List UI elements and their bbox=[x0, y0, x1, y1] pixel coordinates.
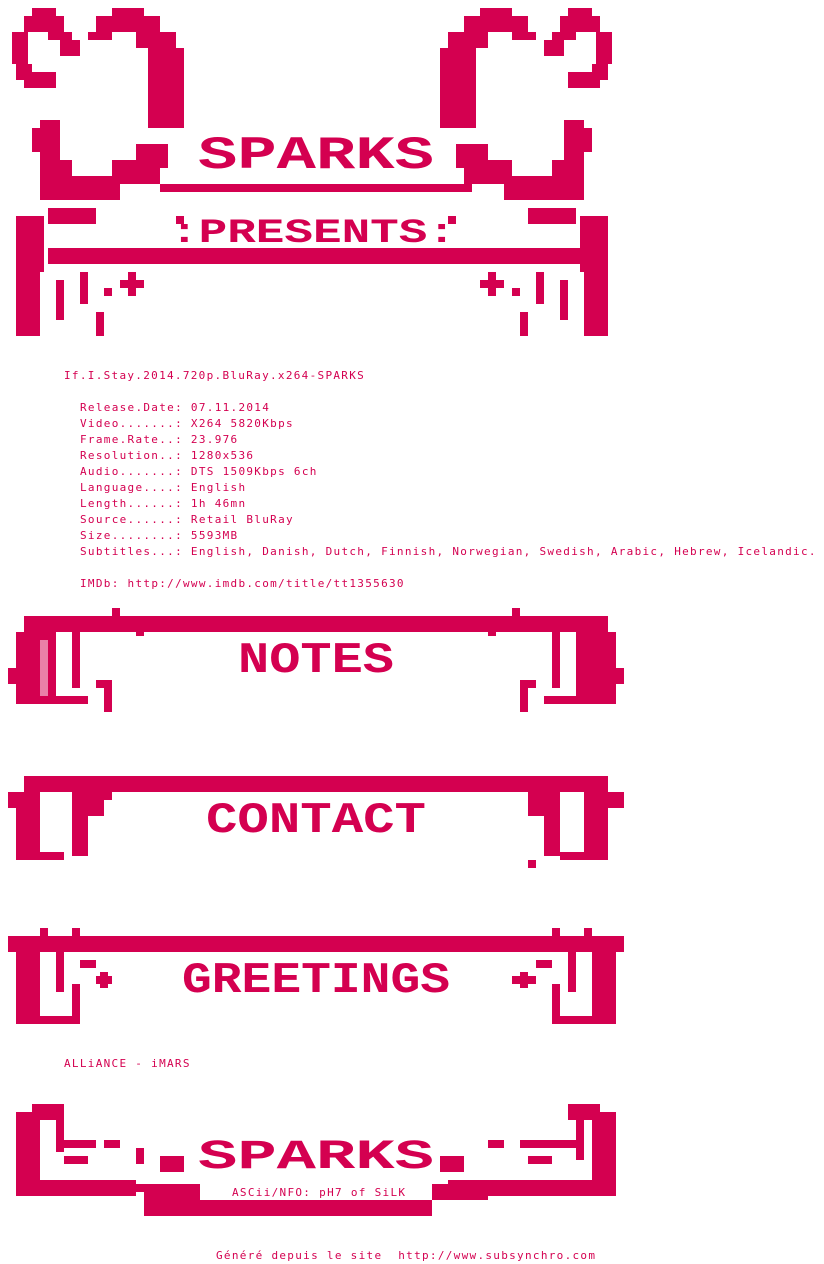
imdb-line: IMDb: http://www.imdb.com/title/tt135563… bbox=[80, 577, 405, 590]
footer-text: Généré depuis le site bbox=[216, 1249, 399, 1262]
info-row-size: Size........: 5593MB bbox=[80, 529, 239, 542]
footer-logo-sparks: SPARKS bbox=[198, 1133, 434, 1181]
logo-subtitle-presents: :PRESENTS: bbox=[170, 215, 456, 253]
info-row-language: Language....: English bbox=[80, 481, 247, 494]
logo-title-sparks: SPARKS bbox=[198, 130, 434, 182]
notes-title: NOTES bbox=[238, 636, 394, 686]
greetings-text: ALLiANCE - iMARS bbox=[64, 1057, 191, 1070]
info-row-length: Length......: 1h 46mn bbox=[80, 497, 247, 510]
notes-banner: NOTES bbox=[8, 608, 624, 712]
imdb-link[interactable]: http://www.imdb.com/title/tt1355630 bbox=[127, 577, 405, 590]
footer: Généré depuis le site http://www.subsync… bbox=[216, 1248, 596, 1264]
info-row-video: Video.......: X264 5820Kbps bbox=[80, 417, 294, 430]
contact-title: CONTACT bbox=[206, 796, 426, 846]
info-row-source: Source......: Retail BluRay bbox=[80, 513, 294, 526]
info-row-subtitles: Subtitles...: English, Danish, Dutch, Fi… bbox=[80, 545, 817, 558]
footer-logo-art: SPARKS bbox=[16, 1104, 616, 1216]
info-row-resolution: Resolution..: 1280x536 bbox=[80, 449, 255, 462]
info-row-release-date: Release.Date: 07.11.2014 bbox=[80, 401, 271, 414]
info-row-frame-rate: Frame.Rate..: 23.976 bbox=[80, 433, 239, 446]
greetings-title: GREETINGS bbox=[182, 956, 450, 1006]
header-logo-art: SPARKS :PRESENTS: bbox=[12, 8, 612, 336]
greetings-banner: GREETINGS bbox=[8, 928, 624, 1024]
info-row-audio: Audio.......: DTS 1509Kbps 6ch bbox=[80, 465, 318, 478]
release-name: If.I.Stay.2014.720p.BluRay.x264-SPARKS bbox=[64, 369, 366, 382]
nfo-credit: ASCii/NFO: pH7 of SiLK bbox=[232, 1186, 407, 1199]
contact-banner: CONTACT bbox=[8, 776, 624, 868]
footer-link[interactable]: http://www.subsynchro.com bbox=[398, 1249, 597, 1262]
